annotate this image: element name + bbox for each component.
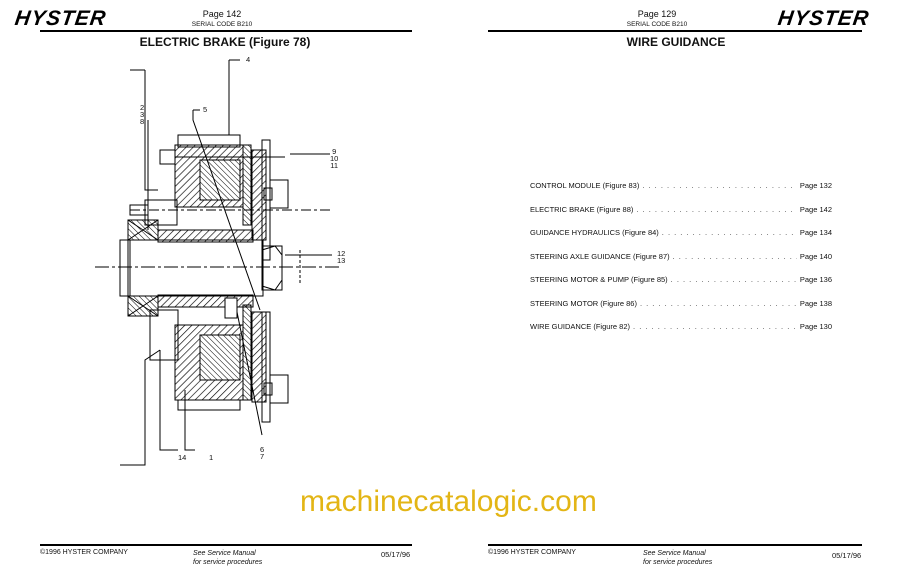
toc-leader-dots: . . . . . . . . . . . . . . . . . . . . … — [661, 228, 797, 237]
date-right: 05/17/96 — [832, 551, 862, 560]
callout-6: 6 — [260, 445, 265, 454]
toc-label: STEERING MOTOR & PUMP (Figure 85) — [530, 275, 668, 284]
serial-code-left: SERIAL CODE B210 — [191, 21, 253, 28]
header-rule-right — [488, 30, 862, 32]
watermark: machinecatalogic.com — [300, 485, 597, 518]
header-rule-left — [40, 30, 412, 32]
toc-leader-dots: . . . . . . . . . . . . . . . . . . . . … — [672, 251, 797, 261]
toc-leader-dots: . . . . . . . . . . . . . . . . . . . . … — [642, 181, 797, 190]
toc-entry[interactable]: STEERING MOTOR (Figure 86). . . . . . . … — [530, 299, 832, 308]
callout-1: 1 — [209, 453, 214, 462]
service-note-line1: See Service Manual — [193, 550, 256, 557]
hyster-logo-right: HYSTER — [776, 7, 871, 30]
callout-4: 4 — [246, 55, 251, 64]
callout-6-7: 6 7 — [260, 445, 265, 461]
callout-2-3-8: 2 3 8 — [140, 103, 145, 126]
callout-3: 3 — [140, 110, 145, 119]
copyright-right: ©1996 HYSTER COMPANY — [488, 549, 576, 556]
toc-entry[interactable]: WIRE GUIDANCE (Figure 82). . . . . . . .… — [530, 322, 832, 331]
page-title-left: ELECTRIC BRAKE (Figure 78) — [139, 35, 311, 49]
toc-entry[interactable]: CONTROL MODULE (Figure 83). . . . . . . … — [530, 181, 832, 190]
toc-label: WIRE GUIDANCE (Figure 82) — [530, 322, 631, 331]
callout-14: 14 — [178, 453, 187, 462]
toc-entry[interactable]: STEERING AXLE GUIDANCE (Figure 87). . . … — [530, 252, 832, 261]
toc-leader-dots: . . . . . . . . . . . . . . . . . . . . … — [633, 322, 797, 331]
toc-page: Page 140 — [799, 251, 832, 261]
toc-label: GUIDANCE HYDRAULICS (Figure 84) — [530, 228, 659, 237]
toc-entry[interactable]: GUIDANCE HYDRAULICS (Figure 84). . . . .… — [530, 228, 832, 237]
electric-brake-diagram — [95, 59, 340, 466]
callout-12-13: 12 13 — [337, 249, 346, 265]
service-note-left: See Service Manual for service procedure… — [193, 549, 262, 567]
callout-13: 13 — [337, 256, 346, 265]
service-note-line1: See Service Manual — [643, 550, 706, 557]
toc-page: Page 136 — [799, 275, 832, 284]
service-note-line2: for service procedures — [193, 559, 263, 566]
callout-5: 5 — [203, 105, 208, 114]
toc-label: STEERING AXLE GUIDANCE (Figure 87) — [530, 251, 670, 261]
toc-leader-dots: . . . . . . . . . . . . . . . . . . . . … — [670, 275, 797, 284]
callout-2: 2 — [140, 103, 145, 112]
callout-12: 12 — [337, 249, 346, 258]
date-left: 05/17/96 — [381, 550, 411, 559]
toc-label: ELECTRIC BRAKE (Figure 88) — [530, 204, 634, 214]
copyright-left: ©1996 HYSTER COMPANY — [40, 549, 128, 556]
toc-leader-dots: . . . . . . . . . . . . . . . . . . . . … — [639, 298, 797, 308]
toc-label: CONTROL MODULE (Figure 83) — [530, 181, 640, 190]
toc-page: Page 130 — [799, 322, 832, 331]
callout-9: 9 — [332, 147, 337, 156]
callout-9-10-11: 9 10 11 — [330, 147, 339, 170]
callout-10: 10 — [330, 154, 339, 163]
footer-rule-left — [40, 544, 412, 546]
hyster-logo-left: HYSTER — [13, 7, 108, 30]
toc-page: Page 142 — [799, 204, 832, 214]
footer-rule-right — [488, 544, 862, 546]
serial-code-right: SERIAL CODE B210 — [626, 21, 688, 28]
callout-11: 11 — [330, 161, 339, 170]
toc-page: Page 134 — [799, 228, 832, 237]
toc-entry[interactable]: STEERING MOTOR & PUMP (Figure 85). . . .… — [530, 275, 832, 284]
page-number-right: Page 129 — [637, 9, 677, 19]
toc-page: Page 132 — [799, 181, 832, 190]
callout-7: 7 — [260, 452, 265, 461]
toc-page: Page 138 — [799, 298, 832, 308]
toc-label: STEERING MOTOR (Figure 86) — [530, 298, 637, 308]
toc-entry[interactable]: ELECTRIC BRAKE (Figure 88). . . . . . . … — [530, 205, 832, 214]
toc-leader-dots: . . . . . . . . . . . . . . . . . . . . … — [636, 204, 797, 214]
callout-8: 8 — [140, 117, 145, 126]
page-title-right: WIRE GUIDANCE — [626, 35, 726, 49]
page-number-left: Page 142 — [202, 9, 242, 19]
service-note-line2: for service procedures — [643, 559, 713, 566]
service-note-right: See Service Manual for service procedure… — [643, 549, 712, 567]
